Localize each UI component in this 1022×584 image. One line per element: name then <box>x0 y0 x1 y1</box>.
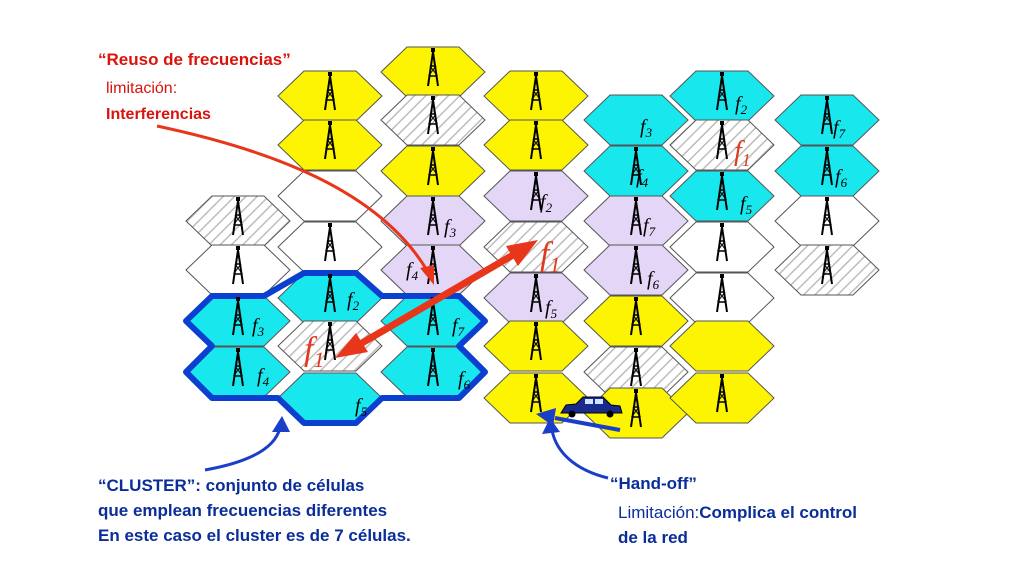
car-direction-arrowhead <box>536 408 556 426</box>
hex-cell <box>380 94 486 146</box>
reuse-arrowhead-end <box>506 240 538 266</box>
hex-cell <box>669 170 775 222</box>
handoff-limit-line-2: de la red <box>618 528 688 547</box>
handoff-limit-prefix: Limitación: <box>618 503 700 522</box>
hex-cell <box>483 119 589 171</box>
cluster-pointer-arrow <box>204 427 282 472</box>
cluster-line-2: que emplean frecuencias diferentes <box>98 501 388 520</box>
handoff-limit-emphasis: Complica el control <box>699 503 858 522</box>
reuse-distance-arrow <box>348 244 527 354</box>
frequency-label-f5: f5 <box>545 297 558 321</box>
handoff-title: “Hand-off” <box>610 474 697 493</box>
cluster-line-1: “CLUSTER”: conjunto de células <box>98 476 365 495</box>
frequency-label-f1: f1 <box>734 136 751 170</box>
reuse-title: “Reuso de frecuencias” <box>98 50 291 69</box>
hex-cell <box>483 320 589 372</box>
car-direction-arrow <box>554 416 621 432</box>
hex-cell <box>774 244 880 296</box>
hex-cell <box>583 94 689 146</box>
hex-cell <box>774 94 880 146</box>
hex-cell <box>483 170 589 222</box>
hex-cell <box>583 295 689 347</box>
frequency-label-f3: f3 <box>252 315 265 339</box>
frequency-label-f2: f2 <box>540 191 553 215</box>
hex-cell <box>669 221 775 273</box>
cluster-line-3: En este caso el cluster es de 7 células. <box>98 526 411 545</box>
hex-cell <box>277 170 383 222</box>
frequency-label-f2: f2 <box>347 289 360 313</box>
frequency-label-f6: f6 <box>835 166 848 190</box>
interference-arrowhead <box>420 265 434 285</box>
car-icon <box>560 396 623 418</box>
frequency-label-f5: f5 <box>355 395 368 419</box>
frequency-label-f4: f4 <box>406 259 419 283</box>
hex-cell <box>583 244 689 296</box>
hex-cell <box>669 119 775 171</box>
cluster-outline <box>183 270 488 426</box>
cluster-outline-layer <box>183 270 488 426</box>
frequency-label-f7: f7 <box>452 315 465 339</box>
handoff-pointer-arrow <box>550 429 609 480</box>
cluster-arrowhead <box>272 416 290 432</box>
frequency-label-f2: f2 <box>735 93 748 117</box>
frequency-label-f7: f7 <box>643 215 656 239</box>
frequency-label-f3: f3 <box>444 216 457 240</box>
frequency-label-f6: f6 <box>458 368 471 392</box>
frequency-label-f5: f5 <box>740 193 753 217</box>
reuse-arrowhead-start <box>335 333 368 358</box>
frequency-label-f3: f3 <box>640 116 653 140</box>
frequency-label-f4: f4 <box>257 365 270 389</box>
reuse-limit-label: limitación: <box>106 80 178 97</box>
reuse-limit-value: Interferencias <box>106 106 211 123</box>
frequency-label-f7: f7 <box>833 117 846 141</box>
frequency-label-f4: f4 <box>636 166 649 190</box>
handoff-limit-line: Limitación:Complica el control <box>618 503 857 523</box>
handoff-arrowhead <box>542 418 560 434</box>
cells-layer <box>185 46 880 439</box>
arrows-layer <box>156 124 623 480</box>
frequency-label-f6: f6 <box>647 268 660 292</box>
hex-cell <box>669 320 775 372</box>
interference-pointer-arrow <box>156 124 430 273</box>
hex-cell <box>669 372 775 424</box>
